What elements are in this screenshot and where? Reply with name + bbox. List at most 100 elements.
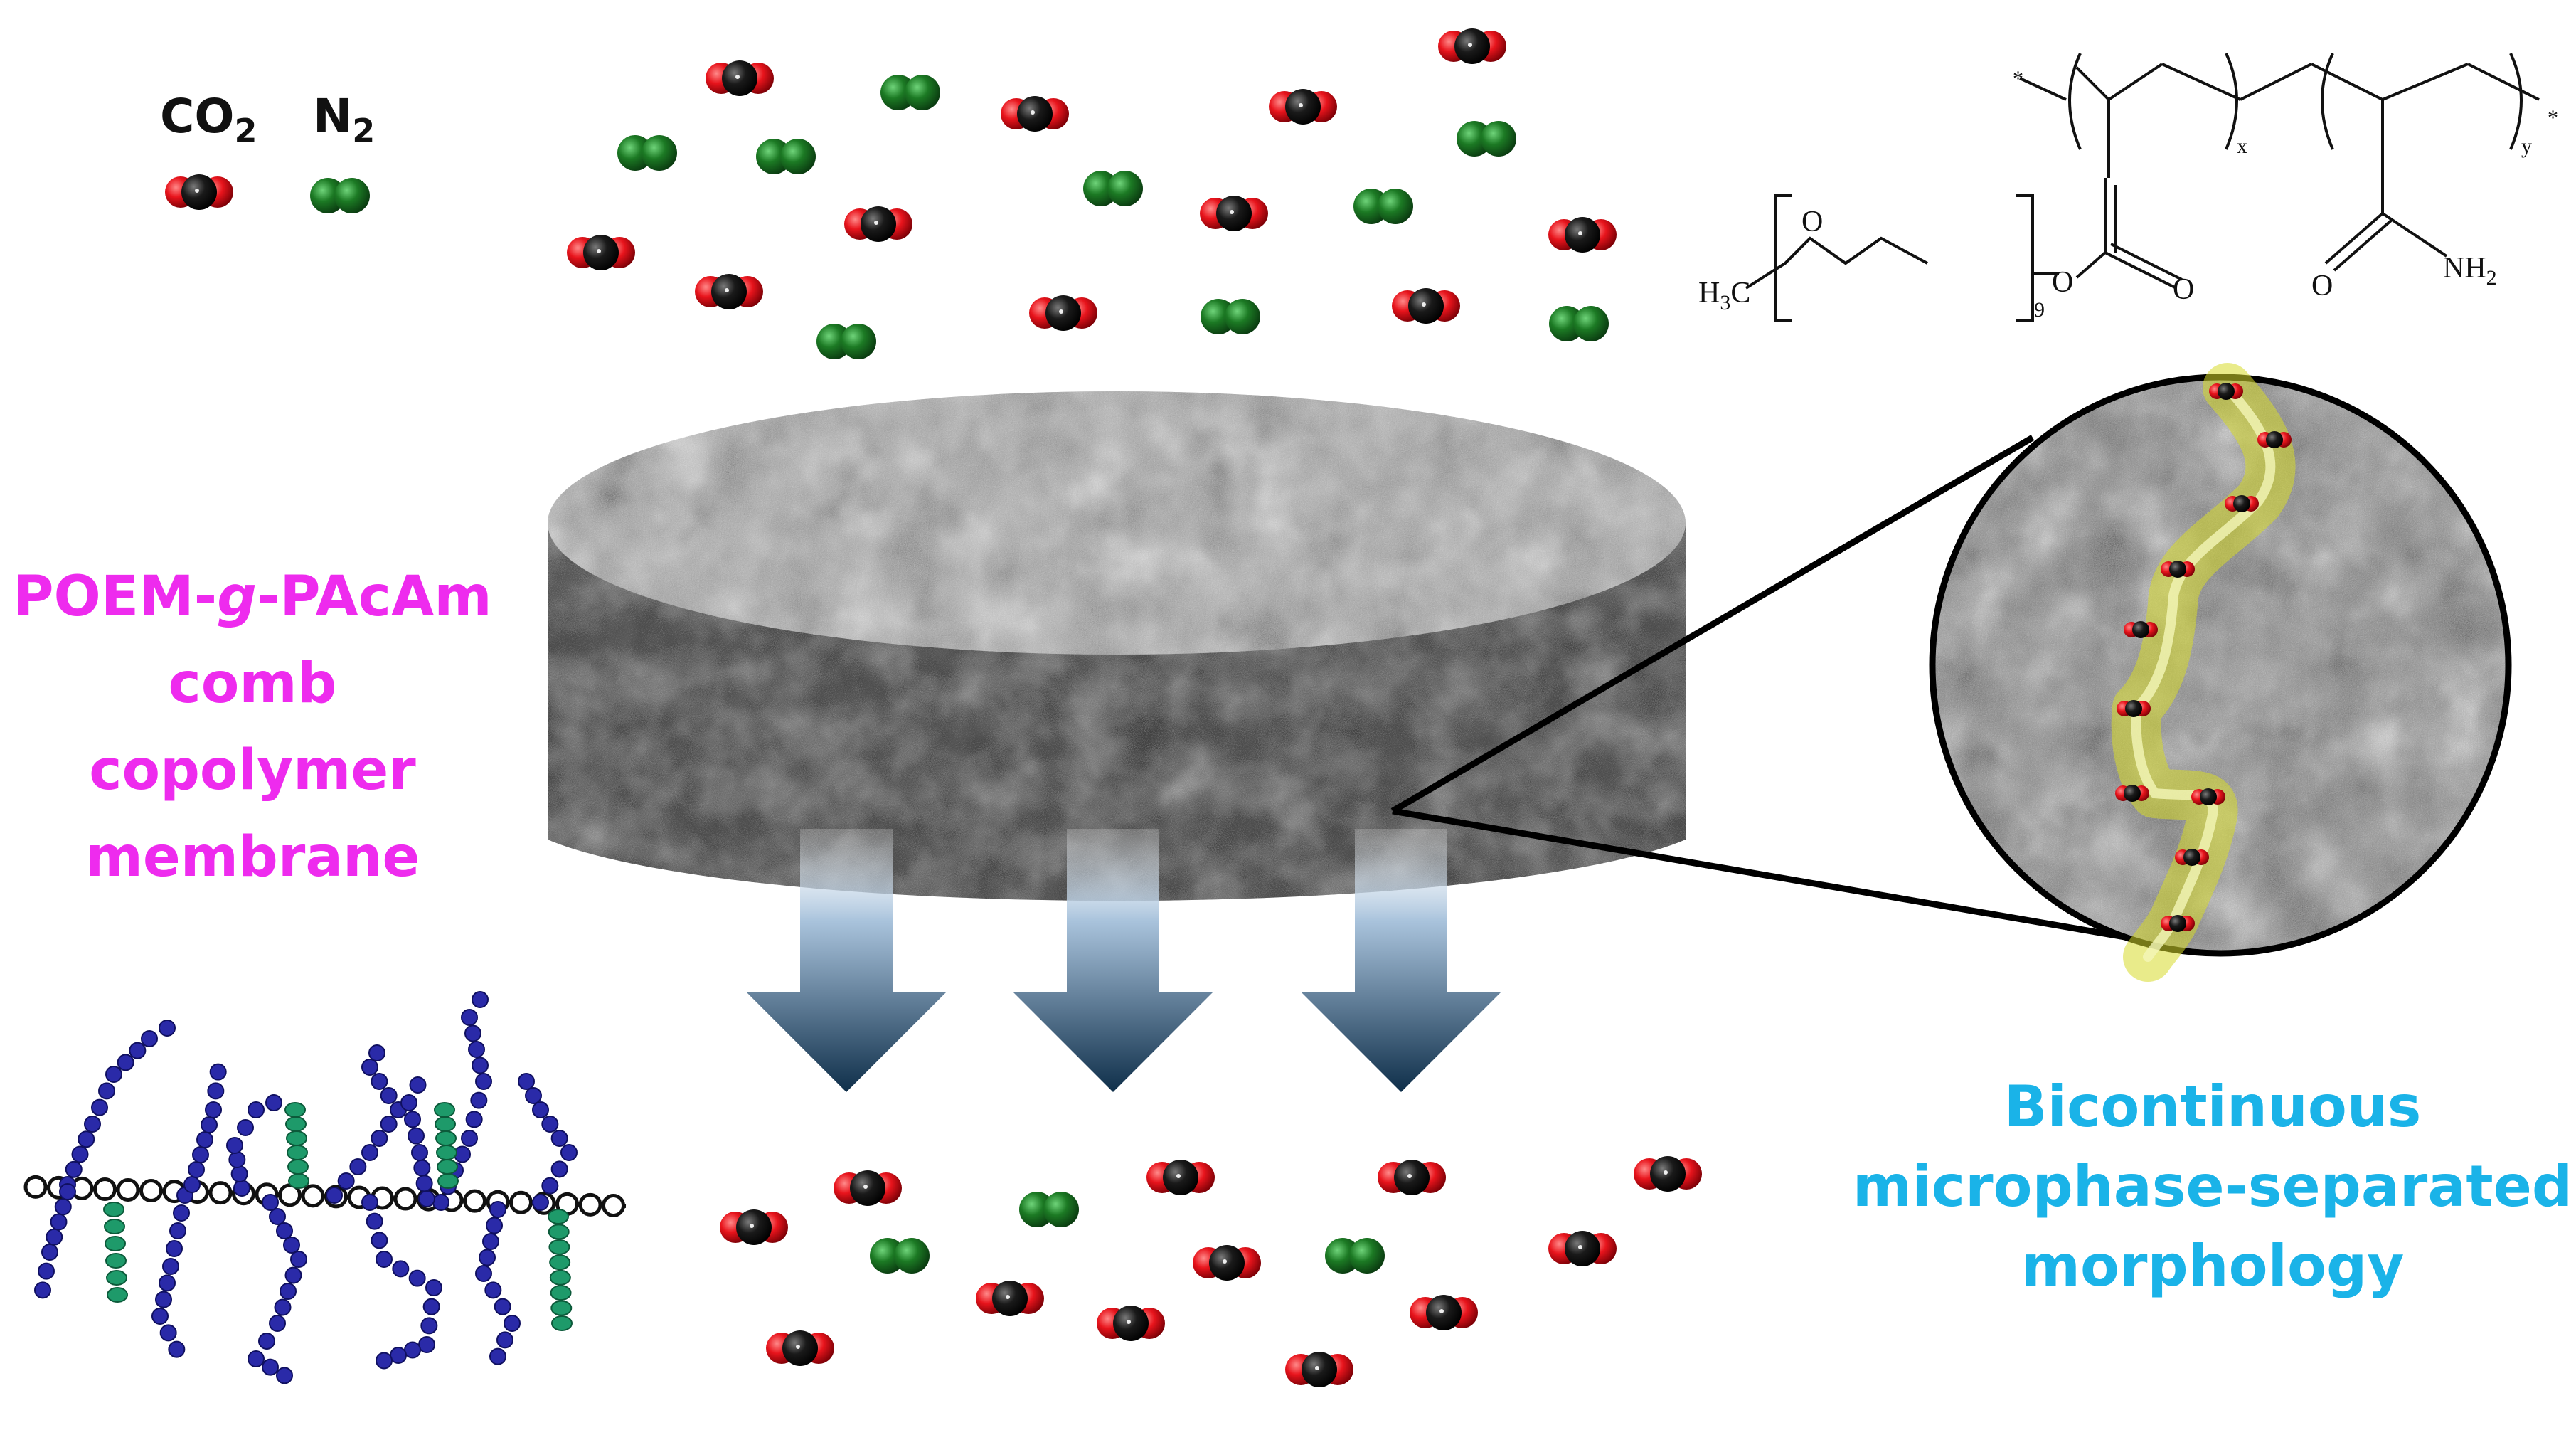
svg-text:x: x — [2237, 134, 2247, 158]
peg-bead — [368, 1044, 385, 1061]
peg-bead — [166, 1240, 183, 1257]
peg-bead — [550, 1130, 568, 1147]
svg-text:y: y — [2521, 134, 2532, 158]
backbone-bead — [578, 1192, 602, 1217]
peg-bead — [326, 1187, 343, 1204]
peg-bead — [461, 1009, 478, 1026]
peg-bead — [392, 1260, 410, 1278]
membrane-label: POEM-g-PAcAm comb copolymer membrane — [0, 554, 505, 901]
peg-bead — [366, 1212, 383, 1230]
pacam-bead — [435, 1130, 457, 1146]
peg-bead — [484, 1281, 502, 1299]
legend-n2-label: N2 — [313, 89, 376, 151]
peg-bead — [418, 1190, 435, 1207]
svg-text:H3C: H3C — [1698, 277, 1750, 314]
pacam-bead — [105, 1253, 127, 1269]
peg-bead — [276, 1367, 293, 1384]
peg-bead — [541, 1116, 559, 1133]
peg-bead — [183, 1176, 201, 1193]
peg-bead — [361, 1194, 378, 1211]
peg-bead — [205, 1101, 222, 1118]
peg-bead — [532, 1194, 549, 1211]
backbone-bead — [509, 1190, 533, 1214]
peg-bead — [262, 1194, 279, 1211]
peg-bead — [349, 1158, 367, 1175]
peg-bead — [276, 1222, 293, 1239]
peg-bead — [371, 1130, 388, 1147]
peg-bead — [486, 1217, 503, 1234]
peg-bead — [233, 1180, 250, 1197]
pacam-bead — [435, 1116, 456, 1132]
peg-bead — [59, 1183, 76, 1200]
backbone-bead — [139, 1179, 163, 1203]
pacam-bead — [548, 1224, 570, 1240]
membrane-cylinder — [548, 391, 1686, 901]
morphology-label: Bicontinuous microphase-separated morpho… — [1849, 1067, 2576, 1306]
peg-bead — [209, 1063, 227, 1081]
peg-bead — [269, 1208, 286, 1225]
peg-bead — [420, 1317, 438, 1335]
peg-bead — [479, 1249, 496, 1266]
peg-bead — [283, 1237, 300, 1254]
peg-bead — [41, 1244, 58, 1261]
svg-text:*: * — [2548, 106, 2558, 129]
legend-co2-molecule — [165, 174, 233, 210]
peg-bead — [361, 1059, 378, 1076]
peg-bead — [248, 1350, 265, 1367]
peg-bead — [34, 1281, 51, 1299]
peg-bead — [169, 1222, 186, 1239]
peg-bead — [496, 1331, 513, 1349]
peg-bead — [475, 1073, 492, 1090]
peg-bead — [168, 1340, 186, 1358]
peg-bead — [464, 1024, 481, 1042]
legend-co2-label: CO2 — [160, 89, 257, 151]
peg-bead — [376, 1352, 393, 1370]
peg-bead — [376, 1251, 393, 1268]
pacam-bead — [106, 1270, 127, 1286]
peg-bead — [159, 1274, 176, 1292]
svg-text:9: 9 — [2034, 298, 2045, 322]
peg-bead — [494, 1298, 511, 1315]
chemical-structure-labels: H3C O 9 O O O NH2 x y * * — [1698, 67, 2558, 322]
membrane-label-line3: membrane — [85, 825, 420, 889]
pacam-side-chains — [103, 1102, 573, 1331]
svg-text:NH2: NH2 — [2443, 252, 2497, 290]
pacam-bead — [437, 1173, 459, 1189]
backbone-bead — [301, 1184, 325, 1208]
peg-bead — [46, 1228, 63, 1246]
svg-text:O: O — [2173, 273, 2194, 306]
peg-bead — [117, 1054, 134, 1071]
peg-bead — [525, 1087, 542, 1104]
peg-bead — [162, 1258, 179, 1275]
peg-bead — [380, 1116, 398, 1133]
peg-bead — [409, 1076, 427, 1094]
peg-bead — [129, 1042, 147, 1059]
peg-bead — [504, 1315, 521, 1332]
pacam-bead — [549, 1254, 571, 1271]
peg-bead — [472, 1057, 489, 1074]
comb-copolymer-schematic — [23, 991, 627, 1384]
pacam-bead — [548, 1209, 569, 1224]
backbone-bead — [93, 1177, 117, 1201]
backbone-bead — [393, 1187, 417, 1211]
peg-bead — [262, 1358, 279, 1376]
peg-bead — [258, 1333, 275, 1350]
peg-bead — [489, 1201, 506, 1218]
peg-bead — [411, 1144, 428, 1161]
pacam-bead — [437, 1159, 458, 1175]
zoom-callout — [1390, 363, 2512, 982]
peg-bead — [151, 1308, 169, 1325]
pacam-bead — [104, 1219, 125, 1234]
peg-bead — [361, 1144, 378, 1161]
svg-text:O: O — [2311, 270, 2333, 302]
peg-bead — [84, 1116, 101, 1133]
peg-bead — [461, 1130, 478, 1147]
peg-bead — [159, 1324, 177, 1342]
peg-bead — [337, 1172, 355, 1190]
chemical-structure — [1745, 53, 2540, 322]
morphology-label-line3: morphology — [2021, 1233, 2405, 1299]
peg-bead — [284, 1266, 302, 1284]
backbone-bead — [23, 1175, 48, 1199]
peg-bead — [274, 1298, 292, 1316]
membrane-label-line1: POEM-g-PAcAm — [13, 565, 492, 629]
